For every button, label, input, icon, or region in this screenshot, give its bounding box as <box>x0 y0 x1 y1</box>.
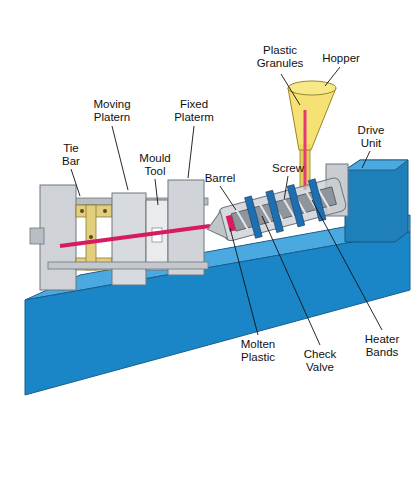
leader-line <box>262 216 320 345</box>
toggle-pin <box>103 209 107 213</box>
leader-line <box>220 186 236 210</box>
heater-band <box>308 179 326 221</box>
barrel <box>218 177 348 242</box>
rear-platen <box>40 185 76 290</box>
nozzle <box>204 211 228 242</box>
part-label: Tie Bar <box>56 142 86 167</box>
leader-line <box>312 200 382 330</box>
part-label: Plastic Granules <box>254 44 306 69</box>
tie-bar <box>48 262 208 269</box>
part-label: Molten Plastic <box>234 338 282 363</box>
hopper-rim <box>288 81 336 95</box>
base-front <box>25 232 410 395</box>
heater-band <box>245 196 263 238</box>
leader-line <box>112 126 128 190</box>
heater-band <box>266 190 284 232</box>
heater-band <box>287 185 305 227</box>
leader-line <box>188 126 194 178</box>
part-label: Screw <box>268 162 308 175</box>
leader-line <box>284 176 288 200</box>
part-label: Drive Unit <box>348 124 394 149</box>
part-label: Hopper <box>318 52 364 65</box>
part-label: Heater Bands <box>356 333 408 358</box>
granule-stream <box>304 110 307 190</box>
leader-line <box>281 74 300 105</box>
molten-plastic <box>60 226 210 246</box>
part-label: Barrel <box>200 172 240 185</box>
leader-line <box>230 228 258 335</box>
toggle-link <box>86 205 96 270</box>
toggle-pin <box>89 235 93 239</box>
part-label: Mould Tool <box>132 152 178 177</box>
part-label: Fixed Platerm <box>170 98 218 123</box>
drive-unit <box>345 160 408 242</box>
leader-line <box>155 179 158 205</box>
part-label: Check Valve <box>296 348 344 373</box>
toggle-pin <box>80 209 84 213</box>
part-label: Moving Platern <box>88 98 136 123</box>
leader-line <box>71 169 80 196</box>
leader-line <box>325 67 340 86</box>
leader-line <box>362 151 370 168</box>
drive-unit-top <box>345 160 408 170</box>
ram <box>30 228 44 244</box>
